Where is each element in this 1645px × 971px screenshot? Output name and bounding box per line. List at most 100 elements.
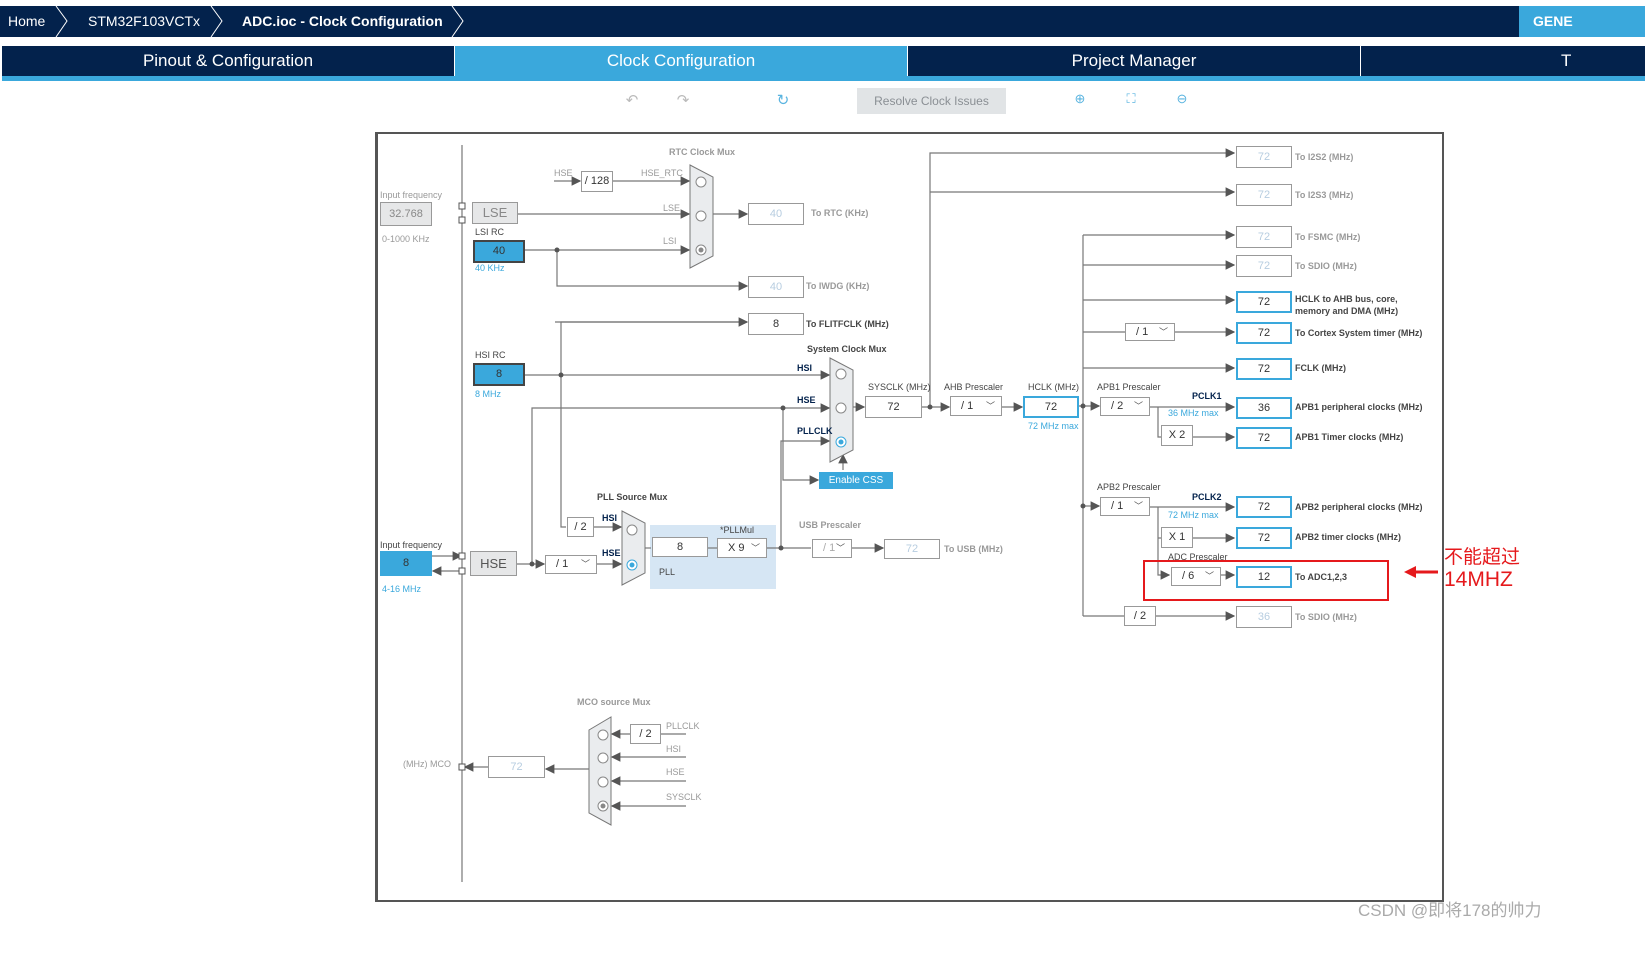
fit-icon[interactable]: ⛶ <box>1126 91 1136 106</box>
tab-clock-configuration[interactable]: Clock Configuration <box>455 46 908 76</box>
resolve-clock-issues-button[interactable]: Resolve Clock Issues <box>857 88 1006 114</box>
fclk-label: FCLK (MHz) <box>1295 363 1346 373</box>
main-tabs: Pinout & Configuration Clock Configurati… <box>2 46 1645 76</box>
sdio2-output: 36 <box>1236 606 1292 628</box>
usb-prescaler-select[interactable]: / 1﹀ <box>812 539 852 558</box>
hse-prediv-select[interactable]: / 1﹀ <box>545 555 597 574</box>
mco-hse-option[interactable]: HSE <box>666 767 685 777</box>
apb1-timer-label: APB1 Timer clocks (MHz) <box>1295 432 1404 442</box>
apb1-timer-multiplier: X 2 <box>1161 425 1193 446</box>
apb2-timer-output: 72 <box>1236 527 1292 549</box>
chevron-right-icon <box>451 6 464 37</box>
reset-icon[interactable]: ↻ <box>776 92 790 109</box>
sdio2-label: To SDIO (MHz) <box>1295 612 1357 622</box>
rtc-mux-label: RTC Clock Mux <box>669 147 736 157</box>
breadcrumb-device[interactable]: STM32F103VCTx <box>88 13 201 29</box>
hsi-div2: / 2 <box>567 517 594 537</box>
sysmux-pllclk-option[interactable]: PLLCLK <box>797 426 833 436</box>
rtc-hse-label: HSE <box>554 168 573 178</box>
apb2-prescaler-select[interactable]: / 1﹀ <box>1100 497 1150 516</box>
flitfclk-label: To FLITFCLK (MHz) <box>806 319 889 329</box>
pllmul-select[interactable]: X 9﹀ <box>717 538 767 558</box>
pll-label: PLL <box>659 567 676 577</box>
lsi-label: LSI RC <box>475 227 505 237</box>
mco-pllclk-option[interactable]: PLLCLK <box>666 721 700 731</box>
zoom-in-icon[interactable]: ⊕ <box>1074 91 1086 106</box>
adc-highlight-box <box>1143 560 1389 601</box>
cortex-timer-label: To Cortex System timer (MHz) <box>1295 328 1423 338</box>
lse-range: 0-1000 KHz <box>382 234 430 244</box>
pclk1-max: 36 MHz max <box>1168 408 1219 418</box>
adc-prescaler-value: / 6 <box>1182 570 1195 582</box>
adc-output: 12 <box>1236 566 1292 588</box>
rtc-lse-label: LSE <box>663 203 681 213</box>
redo-icon[interactable]: ↷ <box>676 92 690 109</box>
hse-rtc-divider: / 128 <box>581 171 613 192</box>
cortex-timer-prescaler-select[interactable]: / 1﹀ <box>1125 323 1175 341</box>
chevron-right-icon <box>55 6 68 37</box>
hsi-label: HSI RC <box>475 350 506 360</box>
hclk-ahb-label: HCLK to AHB bus, core, <box>1295 294 1398 304</box>
apb1-prescaler-label: APB1 Prescaler <box>1097 382 1161 392</box>
apb2-peripheral-label: APB2 peripheral clocks (MHz) <box>1295 502 1423 512</box>
mco-pll-div2: / 2 <box>630 724 661 744</box>
hse-block: HSE <box>470 551 517 576</box>
sysmux-hse-option[interactable]: HSE <box>797 395 816 405</box>
apb2-peripheral-output: 72 <box>1236 496 1292 518</box>
hclk-ahb-output: 72 <box>1236 291 1292 313</box>
mco-hsi-option[interactable]: HSI <box>666 744 682 754</box>
chevron-down-icon: ﹀ <box>1204 571 1214 581</box>
breadcrumb-current[interactable]: ADC.ioc - Clock Configuration <box>242 13 443 29</box>
hsi-value: 8 <box>473 363 525 386</box>
i2s2-output: 72 <box>1236 146 1292 168</box>
undo-icon[interactable]: ↶ <box>625 92 639 109</box>
pll-hsi-option[interactable]: HSI <box>602 513 618 523</box>
flitfclk-output: 8 <box>748 313 804 335</box>
apb2-prescaler-value: / 1 <box>1111 500 1124 512</box>
adc-prescaler-select[interactable]: / 6 ﹀ <box>1171 567 1221 586</box>
lsi-value: 40 <box>473 240 525 263</box>
tab-underline <box>2 76 1645 81</box>
usb-output-label: To USB (MHz) <box>944 544 1003 554</box>
i2s3-output: 72 <box>1236 184 1292 206</box>
mco-output-label: (MHz) MCO <box>403 759 451 769</box>
system-clock-mux-label: System Clock Mux <box>807 344 887 354</box>
sdio-output: 72 <box>1236 255 1292 277</box>
mco-sysclk-option[interactable]: SYSCLK <box>666 792 702 802</box>
iwdg-output-label: To IWDG (KHz) <box>806 281 870 291</box>
apb2-prescaler-label: APB2 Prescaler <box>1097 482 1161 492</box>
pll-hse-option[interactable]: HSE <box>602 548 621 558</box>
hsi-note: 8 MHz <box>475 389 502 399</box>
enable-css-button[interactable]: Enable CSS <box>819 472 893 489</box>
ahb-prescaler-label: AHB Prescaler <box>944 382 1004 392</box>
ahb-prescaler-select[interactable]: / 1﹀ <box>950 396 1002 416</box>
i2s3-label: To I2S3 (MHz) <box>1295 190 1354 200</box>
zoom-out-icon[interactable]: ⊖ <box>1176 91 1188 106</box>
chevron-right-icon <box>210 6 223 37</box>
apb1-prescaler-select[interactable]: / 2﹀ <box>1100 397 1150 416</box>
apb2-timer-label: APB2 timer clocks (MHz) <box>1295 532 1402 542</box>
tab-pinout[interactable]: Pinout & Configuration <box>2 46 455 76</box>
cortex-timer-output: 72 <box>1236 322 1292 344</box>
chevron-down-icon: ﹀ <box>1158 327 1168 337</box>
pclk1-label: PCLK1 <box>1192 391 1222 401</box>
rtc-lsi-label: LSI <box>663 236 677 246</box>
breadcrumb-home[interactable]: Home <box>8 13 46 29</box>
pll-input-value: 8 <box>652 537 708 557</box>
sdio-label: To SDIO (MHz) <box>1295 261 1357 271</box>
tab-project-manager[interactable]: Project Manager <box>908 46 1361 76</box>
tab-tools[interactable]: T <box>1561 51 1572 70</box>
pll-source-mux-label: PLL Source Mux <box>597 492 668 502</box>
hclk-label: HCLK (MHz) <box>1028 382 1079 392</box>
apb1-peripheral-label: APB1 peripheral clocks (MHz) <box>1295 402 1423 412</box>
fsmc-label: To FSMC (MHz) <box>1295 232 1361 242</box>
apb1-timer-output: 72 <box>1236 427 1292 449</box>
lse-frequency-input[interactable]: 32.768 <box>380 202 432 226</box>
pclk2-label: PCLK2 <box>1192 492 1222 502</box>
breadcrumb: Home STM32F103VCTx ADC.ioc - Clock Confi… <box>0 6 1645 37</box>
sysmux-hsi-option[interactable]: HSI <box>797 363 813 373</box>
generate-code-button[interactable]: GENE <box>1519 6 1645 37</box>
hse-frequency-input[interactable]: 8 <box>380 551 432 576</box>
adc-prescaler-label: ADC Prescaler <box>1168 552 1228 562</box>
hclk-input[interactable]: 72 <box>1023 396 1079 418</box>
